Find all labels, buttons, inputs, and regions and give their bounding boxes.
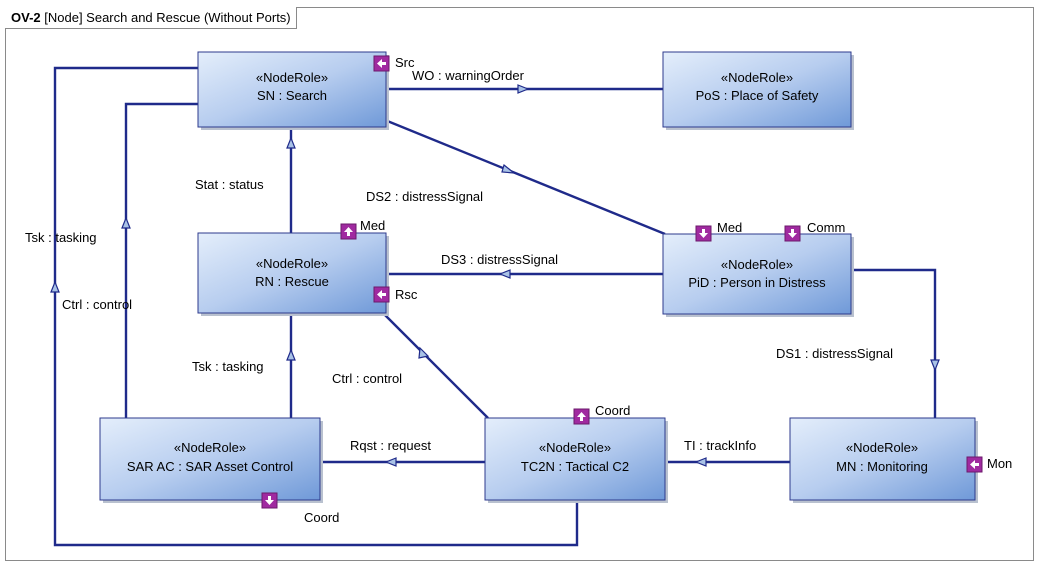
connectors <box>53 66 937 547</box>
arrow-left-icon <box>377 290 386 299</box>
node-sarac[interactable]: «NodeRole» SAR AC : SAR Asset Control <box>99 417 323 503</box>
port-src[interactable]: Src <box>373 55 415 72</box>
label-ds3: DS3 : distressSignal <box>441 252 558 267</box>
arrow-stat <box>286 136 296 149</box>
node-name: PiD : Person in Distress <box>688 275 826 290</box>
arrow-tsk-left <box>50 280 60 293</box>
node-name: MN : Monitoring <box>836 459 928 474</box>
label-stat: Stat : status <box>195 177 264 192</box>
label-tsk-left: Tsk : tasking <box>25 230 97 245</box>
diagram-kind: OV-2 <box>11 10 41 25</box>
node-name: PoS : Place of Safety <box>696 88 819 103</box>
diagram-title: [Node] Search and Rescue (Without Ports) <box>44 10 291 25</box>
port-med-pid[interactable]: Med <box>695 220 742 242</box>
node-stereotype: «NodeRole» <box>174 440 246 455</box>
port-coord-sarac[interactable]: Coord <box>261 492 339 525</box>
connector-ds2[interactable] <box>379 116 666 236</box>
node-rn[interactable]: «NodeRole» RN : Rescue <box>197 232 389 316</box>
label-ctrl-left: Ctrl : control <box>62 297 132 312</box>
arrow-left-icon <box>377 59 386 68</box>
arrow-up-icon <box>344 227 353 236</box>
label-ti: TI : trackInfo <box>684 438 756 453</box>
arrow-ctrl-mid <box>418 346 430 359</box>
connector-tsk-left[interactable] <box>53 66 579 547</box>
arrow-ctrl-left <box>121 216 131 229</box>
port-med-rn[interactable]: Med <box>340 218 385 240</box>
node-pos[interactable]: «NodeRole» PoS : Place of Safety <box>662 51 854 130</box>
port-label: Comm <box>807 220 845 235</box>
port-rsc[interactable]: Rsc <box>373 286 418 303</box>
node-tc2n[interactable]: «NodeRole» TC2N : Tactical C2 <box>484 417 668 503</box>
node-stereotype: «NodeRole» <box>539 440 611 455</box>
node-name: SN : Search <box>257 88 327 103</box>
connector-ctrl-left[interactable] <box>124 102 198 418</box>
node-name: TC2N : Tactical C2 <box>521 459 629 474</box>
port-coord-tc2n[interactable]: Coord <box>573 403 630 425</box>
label-tsk-mid: Tsk : tasking <box>192 359 264 374</box>
port-label: Rsc <box>395 287 418 302</box>
node-name: RN : Rescue <box>255 274 329 289</box>
port-mon[interactable]: Mon <box>966 456 1012 473</box>
node-stereotype: «NodeRole» <box>721 70 793 85</box>
arrow-ds3 <box>498 269 511 279</box>
node-stereotype: «NodeRole» <box>256 256 328 271</box>
port-comm[interactable]: Comm <box>784 220 845 242</box>
label-rqst: Rqst : request <box>350 438 431 453</box>
arrow-tsk-mid <box>286 348 296 361</box>
label-wo: WO : warningOrder <box>412 68 525 83</box>
port-label: Coord <box>304 510 339 525</box>
label-ctrl-mid: Ctrl : control <box>332 371 402 386</box>
port-label: Src <box>395 55 415 70</box>
port-label: Coord <box>595 403 630 418</box>
label-ds2: DS2 : distressSignal <box>366 189 483 204</box>
port-label: Med <box>360 218 385 233</box>
connector-ctrl-mid[interactable] <box>380 310 489 419</box>
arrow-down-icon <box>788 229 797 238</box>
connector-labels: WO : warningOrder Stat : status DS2 : di… <box>25 68 893 453</box>
node-sn[interactable]: «NodeRole» SN : Search <box>197 51 389 130</box>
port-label: Mon <box>987 456 1012 471</box>
diagram-title-tab: OV-2 [Node] Search and Rescue (Without P… <box>5 7 297 29</box>
arrow-up-icon <box>577 412 586 421</box>
arrow-down-icon <box>265 496 274 505</box>
port-label: Med <box>717 220 742 235</box>
node-pid[interactable]: «NodeRole» PiD : Person in Distress <box>662 233 854 317</box>
arrow-ds1 <box>930 359 940 372</box>
arrow-ti <box>694 457 707 467</box>
node-stereotype: «NodeRole» <box>256 70 328 85</box>
node-stereotype: «NodeRole» <box>846 440 918 455</box>
arrow-left-icon <box>970 460 979 469</box>
connector-ds1[interactable] <box>852 268 937 418</box>
label-ds1: DS1 : distressSignal <box>776 346 893 361</box>
node-name: SAR AC : SAR Asset Control <box>127 459 293 474</box>
arrow-down-icon <box>699 229 708 238</box>
arrow-wo <box>517 84 530 94</box>
flow-arrows <box>50 84 940 467</box>
arrow-ds2 <box>501 163 516 174</box>
arrow-rqst <box>384 457 397 467</box>
node-mn[interactable]: «NodeRole» MN : Monitoring <box>789 417 978 503</box>
node-stereotype: «NodeRole» <box>721 257 793 272</box>
